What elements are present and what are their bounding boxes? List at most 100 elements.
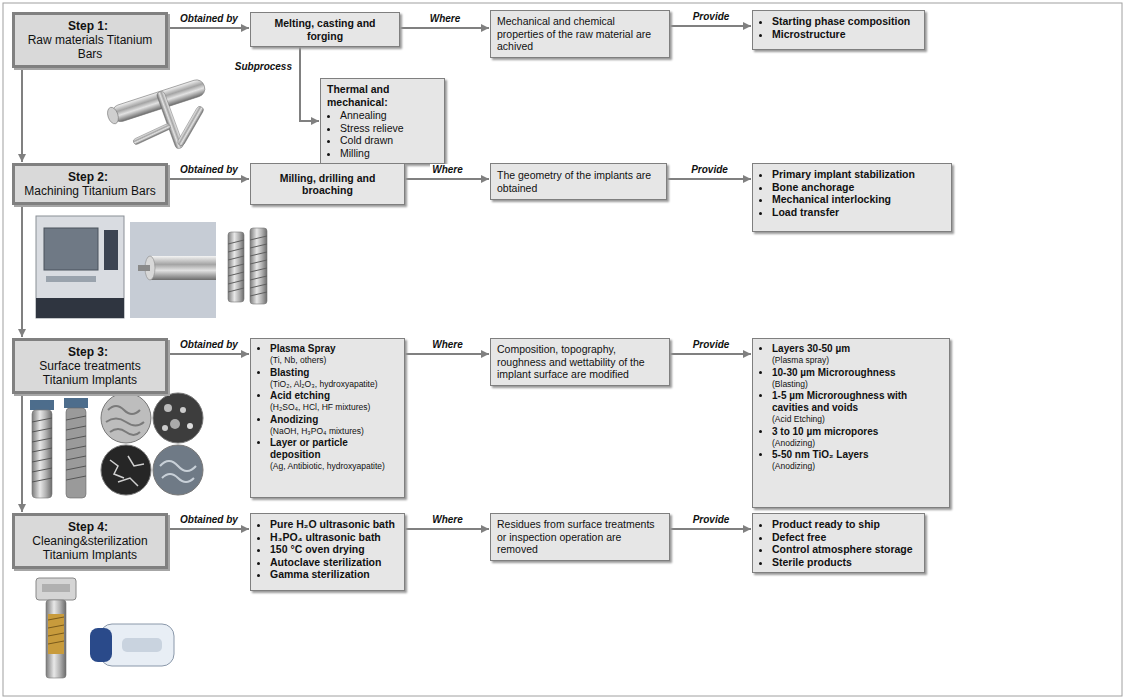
box-text: (NaOH, H₃PO₄ mixtures) — [270, 426, 398, 437]
bullet-item: Milling — [340, 147, 438, 160]
bullet-item: Product ready to ship — [772, 518, 918, 531]
box-text: Mechanical and chemical properties of th… — [497, 15, 663, 53]
connector-arrow — [21, 394, 23, 512]
box-text: Machining Titanium Bars — [24, 184, 155, 198]
box-text: (Anodizing) — [772, 438, 943, 449]
box-text: Mechanical interlocking — [772, 193, 891, 205]
edge-label: Subprocess — [233, 61, 294, 73]
box-text: Starting phase composition — [772, 15, 910, 27]
bullet-item: H₃PO₄ ultrasonic bath — [270, 531, 398, 544]
edge-label: Where — [428, 13, 463, 25]
connector-arrow — [168, 353, 249, 355]
sterile-vial — [90, 624, 174, 666]
packaged-implant — [36, 578, 76, 678]
box-text: Step 3: — [68, 345, 108, 359]
connector-arrow — [405, 528, 489, 530]
box-text: 5-50 nm TiO₂ Layers — [772, 449, 943, 461]
box-text: (H₂SO₄, HCl, HF mixtures) — [270, 402, 398, 413]
box-text: Autoclave sterilization — [270, 556, 381, 568]
box-text: Plasma Spray — [270, 343, 398, 355]
bullet-item: Primary implant stabilization — [772, 168, 945, 181]
connector-arrow — [405, 178, 489, 180]
step-box: Step 2:Machining Titanium Bars — [12, 163, 168, 205]
box-text: 150 °C oven drying — [270, 543, 365, 555]
bullet-item: Control atmosphere storage — [772, 543, 918, 556]
connector-arrow — [670, 528, 751, 530]
bullet-item: Plasma Spray(Ti, Nb, others) — [270, 343, 398, 366]
box-text: Cold drawn — [340, 134, 393, 146]
bullet-item: Layers 30-50 µm(Plasma spray) — [772, 343, 943, 366]
box-text: Stress relieve — [340, 122, 404, 134]
bullet-item: Sterile products — [772, 556, 918, 569]
box-text: Cleaning&sterilization Titanium Implants — [21, 534, 159, 562]
bullet-list: Primary implant stabilizationBone anchor… — [759, 168, 945, 218]
edge-label: Where — [430, 339, 465, 351]
bullet-list: AnnealingStress relieveCold drawnMilling — [327, 109, 438, 159]
sem-micrographs — [101, 393, 203, 495]
step-box: Step 1:Raw materials Titanium Bars — [12, 12, 168, 68]
bullet-item: Anodizing(NaOH, H₃PO₄ mixtures) — [270, 414, 398, 437]
edge-label: Provide — [691, 339, 732, 351]
box-text: Step 1: — [68, 19, 108, 33]
bullet-list: Starting phase compositionMicrostructure — [759, 15, 918, 40]
box-text: Microstructure — [772, 28, 846, 40]
box-text: Residues from surface treatments or insp… — [497, 518, 663, 556]
cnc-machine — [36, 216, 124, 318]
connector-arrow — [670, 353, 751, 355]
box-text: (Anodizing) — [772, 461, 943, 472]
treatment-box: Plasma Spray(Ti, Nb, others)Blasting(TiO… — [250, 338, 405, 498]
machining-tool — [130, 222, 216, 318]
output-box: Starting phase compositionMicrostructure — [752, 10, 925, 50]
bullet-item: 1-5 µm Microroughness with cavities and … — [772, 390, 943, 425]
box-text: Bone anchorage — [772, 181, 854, 193]
connector-arrow — [168, 178, 249, 180]
bullet-item: Pure H₂O ultrasonic bath — [270, 518, 398, 531]
box-text: (Ag, Antibiotic, hydroxyapatite) — [270, 461, 398, 472]
bullet-item: Annealing — [340, 109, 438, 122]
box-text: Product ready to ship — [772, 518, 880, 530]
bullet-item: 3 to 10 µm micropores(Anodizing) — [772, 426, 943, 449]
description-box: The geometry of the implants are obtaine… — [490, 163, 667, 200]
box-text: Milling — [340, 147, 370, 159]
box-text: (Plasma spray) — [772, 355, 943, 366]
edge-label: Where — [430, 164, 465, 176]
box-text: Layer or particle deposition — [270, 437, 398, 461]
box-text: Step 4: — [68, 520, 108, 534]
connector-arrow — [168, 528, 249, 530]
connector-arrow — [400, 27, 489, 29]
box-text: Acid etching — [270, 390, 398, 402]
box-text: Layers 30-50 µm — [772, 343, 943, 355]
box-text: Step 2: — [68, 170, 108, 184]
description-box: Mechanical and chemical properties of th… — [490, 10, 670, 58]
bullet-item: Cold drawn — [340, 134, 438, 147]
bullet-item: Layer or particle deposition(Ag, Antibio… — [270, 437, 398, 472]
box-text: Annealing — [340, 109, 387, 121]
edge-label: Provide — [689, 164, 730, 176]
connector-arrow — [670, 25, 751, 27]
box-text: Surface treatments Titanium Implants — [21, 359, 159, 387]
box-text: Primary implant stabilization — [772, 168, 915, 180]
step-box: Step 3:Surface treatments Titanium Impla… — [12, 338, 168, 394]
box-text: H₃PO₄ ultrasonic bath — [270, 531, 381, 543]
surface-treated-implants — [30, 398, 88, 498]
box-text: (Acid Etching) — [772, 414, 943, 425]
description-box: Residues from surface treatments or insp… — [490, 513, 670, 561]
bullet-item: Autoclave sterilization — [270, 556, 398, 569]
outer-frame — [3, 3, 1122, 696]
bullet-list: Product ready to shipDefect freeControl … — [759, 518, 918, 568]
box-text: Raw materials Titanium Bars — [21, 33, 159, 61]
titanium-bars — [106, 78, 207, 150]
output-box: Pure H₂O ultrasonic bathH₃PO₄ ultrasonic… — [250, 513, 405, 591]
connector-arrow — [21, 205, 23, 337]
box-text: Defect free — [772, 531, 826, 543]
box-text: Melting, casting and forging — [257, 17, 393, 42]
connector-arrow — [667, 178, 751, 180]
box-text: Composition, topography, roughness and w… — [497, 343, 663, 381]
bullet-item: 150 °C oven drying — [270, 543, 398, 556]
box-text: (TiO₂, Al₂O₃, hydroxyapatite) — [270, 379, 398, 390]
box-text: 1-5 µm Microroughness with cavities and … — [772, 390, 943, 414]
description-box: Composition, topography, roughness and w… — [490, 338, 670, 386]
bullet-item: Mechanical interlocking — [772, 193, 945, 206]
box-text: Control atmosphere storage — [772, 543, 913, 555]
